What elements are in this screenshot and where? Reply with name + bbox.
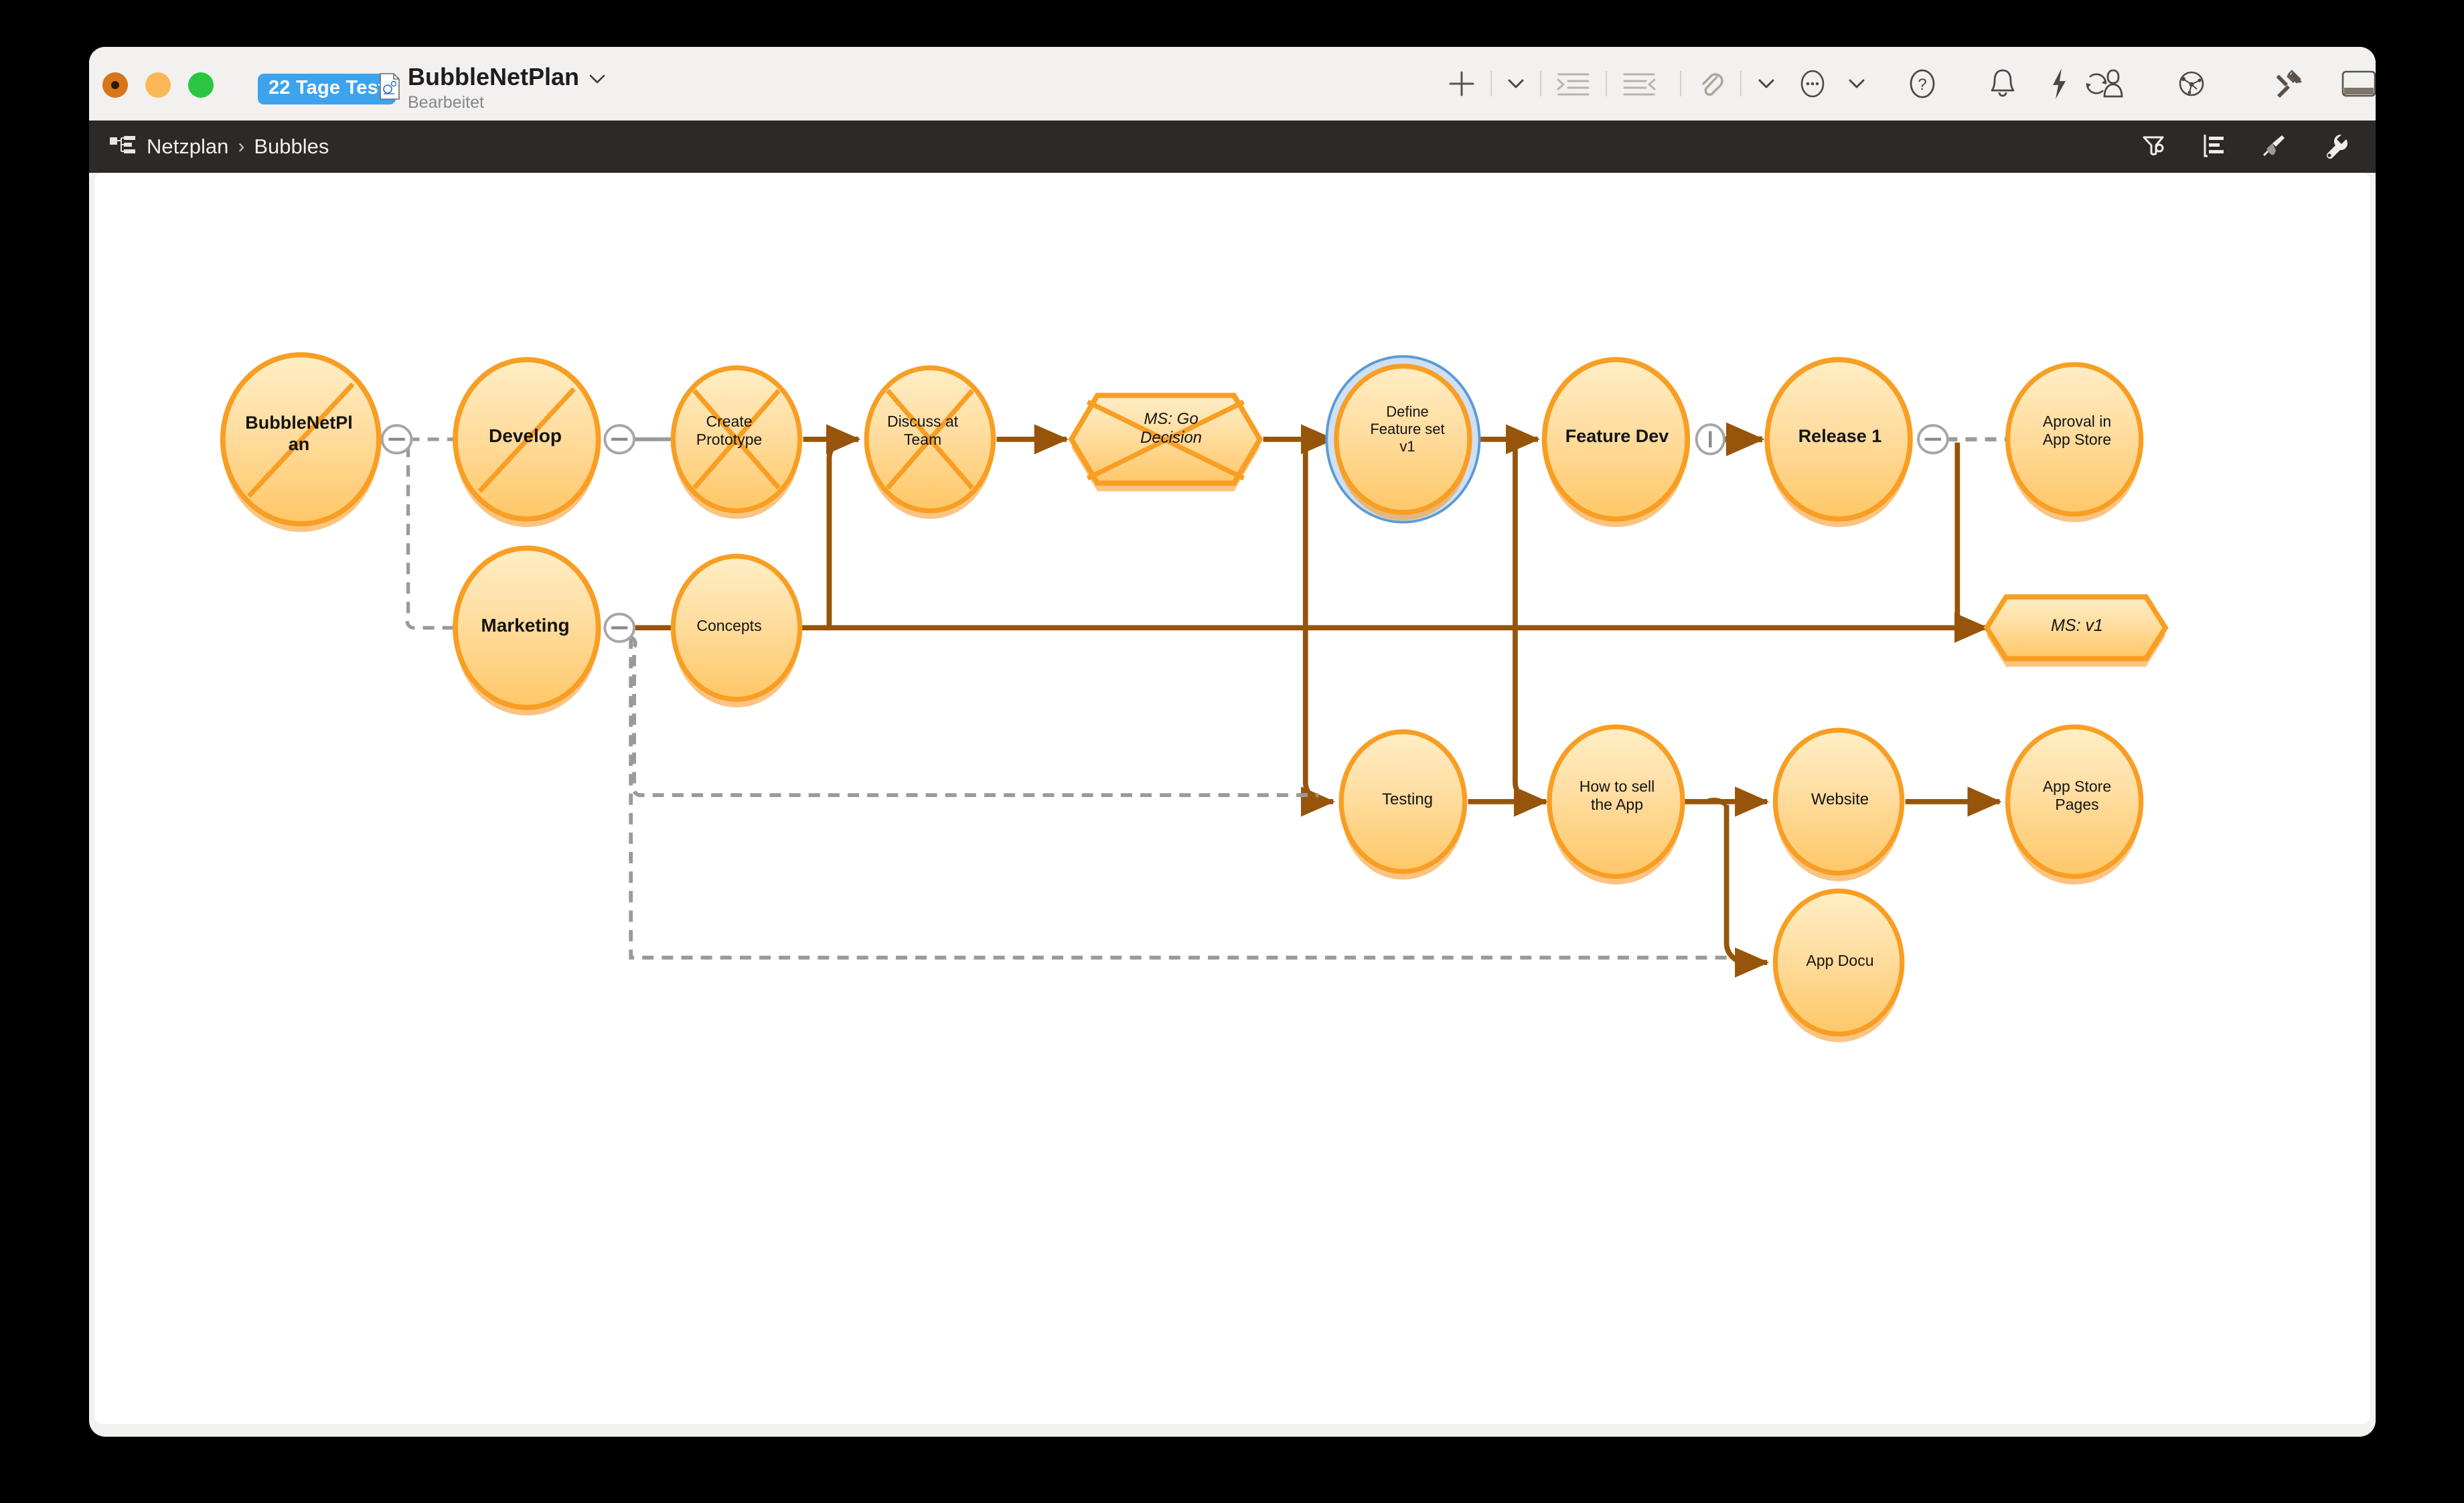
quick-actions-icon[interactable] [2033,47,2085,121]
collapse-handle-marketing[interactable] [603,612,635,643]
node-bubblenetplan[interactable] [220,352,382,532]
collapse-handle-bubblenetplan[interactable] [380,424,413,455]
node-define-feature-set-v1[interactable] [1334,364,1472,521]
trial-badge[interactable]: 22 Tage Test [258,74,396,104]
toolbar-separator [1540,71,1541,96]
account-icon[interactable] [2085,47,2141,121]
node-app-docu[interactable] [1772,888,1905,1042]
node-discuss-at-team[interactable] [864,365,996,519]
edge-definefs-testing [1306,442,1333,802]
refresh-icon[interactable] [2062,47,2131,121]
minimize-window-button[interactable] [145,72,171,98]
close-window-button[interactable] [102,72,128,98]
node-feature-dev[interactable] [1541,357,1691,527]
toolbar-right-cluster [2062,47,2376,121]
toolbar-left-cluster: ? [1440,47,2141,121]
node-create-prototype[interactable] [670,365,803,519]
document-title[interactable]: BubbleNetPlan [408,63,580,90]
style-brush-icon[interactable] [2259,131,2289,163]
add-icon[interactable] [1440,47,1483,121]
node-ms-v1[interactable] [1983,594,2169,667]
indent-decrease-icon[interactable] [1614,47,1664,121]
help-icon[interactable]: ? [1872,47,1973,121]
netzplan-canvas[interactable]: BubbleNetPl an Develop Create Prototype … [94,173,2370,1424]
document-icon [380,73,400,100]
collapse-handle-develop[interactable] [603,424,635,455]
node-marketing[interactable] [453,545,601,716]
edge-howtosell-appdocu [1723,804,1770,978]
node-how-to-sell-the-app[interactable] [1547,724,1685,885]
network-view-icon[interactable] [2131,47,2252,121]
node-concepts[interactable] [670,553,803,708]
edge-howtosell-appdocu-elbow [1706,798,1729,807]
add-dropdown-caret-icon[interactable] [1499,47,1533,121]
settings-wrench-icon[interactable] [2319,131,2349,163]
document-status: Bearbeitet [408,93,484,112]
node-website[interactable] [1772,727,1905,881]
breadcrumb-separator: › [238,135,245,157]
more-options-caret-icon[interactable] [1841,47,1872,121]
node-ms-go-decision[interactable] [1068,392,1263,492]
indent-increase-icon[interactable] [1549,47,1598,121]
filter-icon[interactable] [2139,131,2168,163]
node-release-1[interactable] [1764,357,1913,527]
toolbar-separator [1606,71,1607,96]
node-develop[interactable] [453,357,601,527]
edge-marketing-testing [629,636,1319,798]
tools-icon[interactable] [2252,47,2327,121]
maximize-window-button[interactable] [188,72,214,98]
outline-icon[interactable] [2199,131,2228,163]
node-approval-in-app-store[interactable] [2005,362,2144,522]
collapse-handle-feature-dev[interactable] [1695,423,1725,455]
edge-marketing-appdocu [629,637,1737,960]
handle-layer [380,423,1949,643]
breadcrumb-item-bubbles[interactable]: Bubbles [254,135,329,158]
edge-featuredev-howtosell [1513,442,1547,804]
node-layer [220,352,2169,1042]
edge-concepts-discussteam [826,436,859,628]
edge-layer [405,422,2007,978]
collapse-handle-release-1[interactable] [1917,424,1949,455]
breadcrumb-item-netzplan[interactable]: Netzplan [147,135,229,158]
app-window: 22 Tage Test BubbleNetPlan Bearbeitet [89,47,2376,1437]
toolbar-separator [1490,71,1492,96]
bottom-panel-toggle-icon[interactable] [2327,47,2376,121]
notifications-icon[interactable] [1973,47,2033,121]
node-app-store-pages[interactable] [2005,724,2144,885]
netzplan-icon [110,136,135,153]
node-testing[interactable] [1338,729,1468,880]
document-menu-caret-icon[interactable] [589,74,606,84]
breadcrumb-bar: Netzplan › Bubbles [89,121,2376,173]
breadcrumb: Netzplan › Bubbles [109,135,329,159]
svg-text:?: ? [1918,76,1926,94]
window-traffic-lights [102,72,214,98]
diagram-svg [220,352,2169,1042]
toolbar-separator [1680,71,1681,96]
more-options-icon[interactable] [1784,47,1841,121]
edge-bubblenetplan-marketing [405,445,465,630]
breadcrumb-actions [2139,121,2349,173]
attachment-dropdown-caret-icon[interactable] [1749,47,1784,121]
attachment-icon[interactable] [1689,47,1733,121]
document-title-block: BubbleNetPlan Bearbeitet [378,62,606,113]
title-bar: 22 Tage Test BubbleNetPlan Bearbeitet [89,47,2376,121]
toolbar-separator [1740,71,1742,96]
